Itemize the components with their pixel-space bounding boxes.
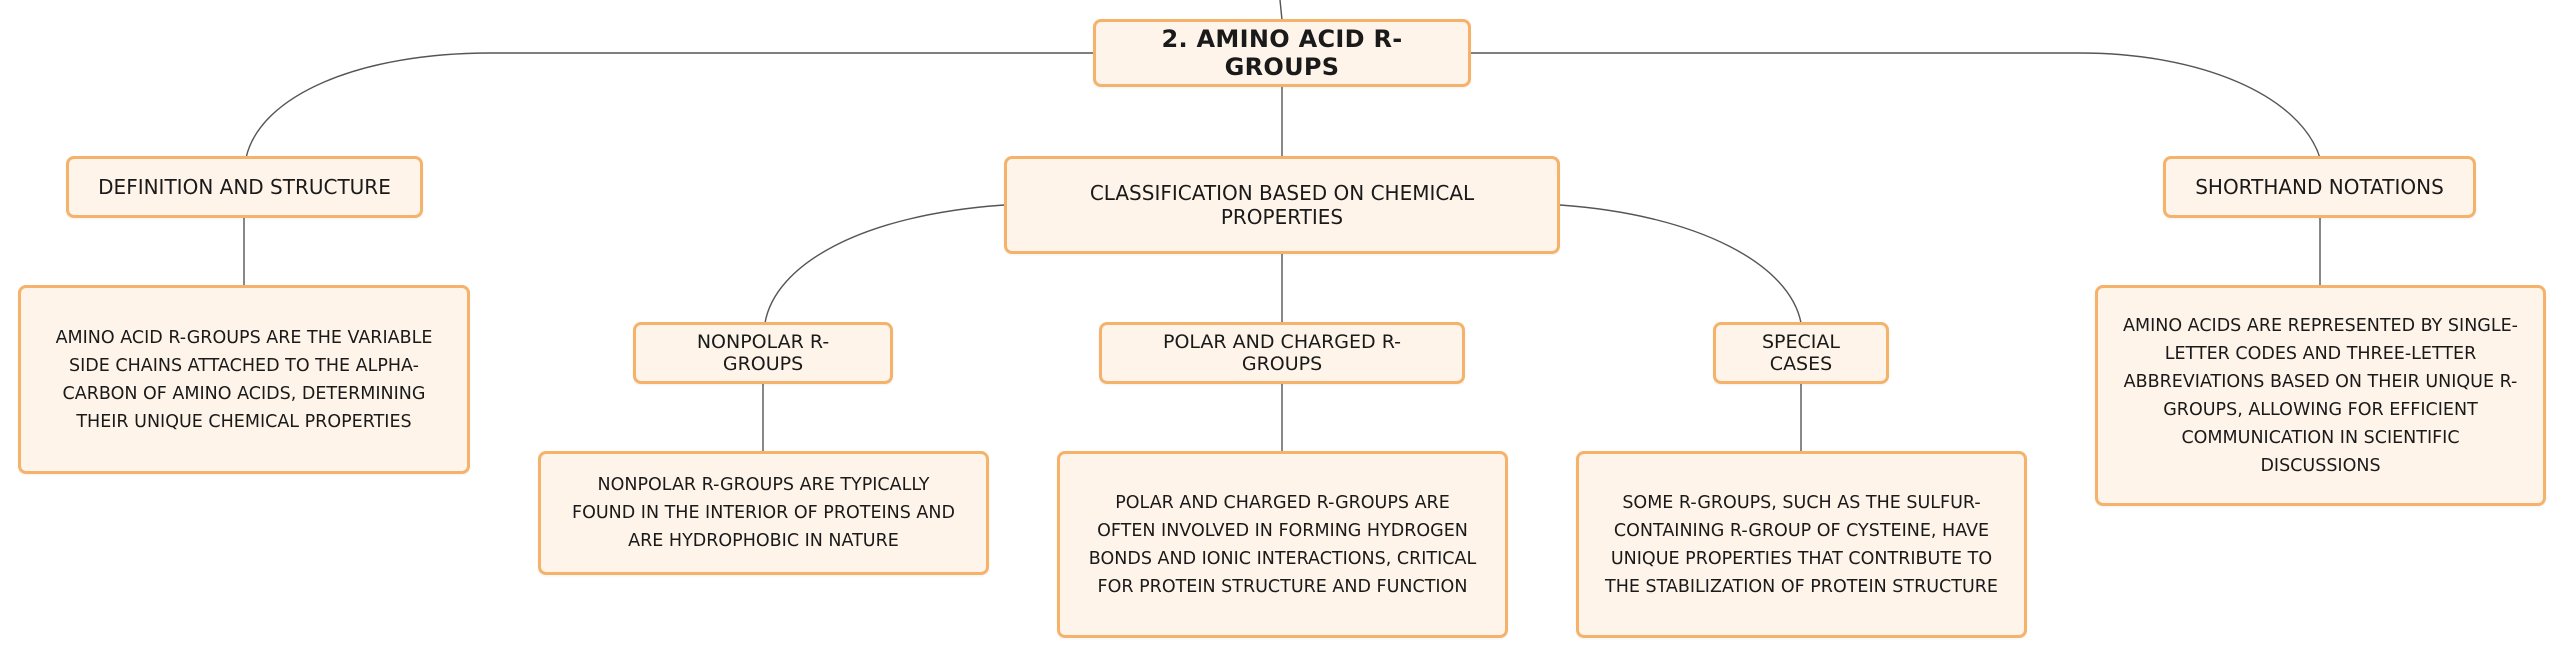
classification-label: CLASSIFICATION BASED ON CHEMICAL PROPERT… (1089, 181, 1475, 229)
special-detail-node[interactable]: SOME R-GROUPS, SUCH AS THE SULFUR-CONTAI… (1576, 451, 2027, 638)
definition-detail-text: AMINO ACID R-GROUPS ARE THE VARIABLE SID… (55, 327, 433, 432)
definition-detail-node[interactable]: AMINO ACID R-GROUPS ARE THE VARIABLE SID… (18, 285, 470, 474)
nonpolar-detail-text: NONPOLAR R-GROUPS ARE TYPICALLY FOUND IN… (572, 475, 955, 551)
nonpolar-node[interactable]: NONPOLAR R-GROUPS (633, 322, 893, 384)
definition-node[interactable]: DEFINITION AND STRUCTURE (66, 156, 423, 218)
polar-label: POLAR AND CHARGED R-GROUPS (1163, 331, 1401, 375)
root-node[interactable]: 2. AMINO ACID R-GROUPS (1093, 19, 1471, 87)
special-node[interactable]: SPECIAL CASES (1713, 322, 1889, 384)
shorthand-detail-text: AMINO ACIDS ARE REPRESENTED BY SINGLE-LE… (2123, 315, 2518, 476)
special-label: SPECIAL CASES (1762, 331, 1840, 375)
polar-node[interactable]: POLAR AND CHARGED R-GROUPS (1099, 322, 1465, 384)
connector-classification-to-nonpolar (764, 204, 1005, 324)
polar-detail-text: POLAR AND CHARGED R-GROUPS ARE OFTEN INV… (1088, 492, 1477, 597)
nonpolar-label: NONPOLAR R-GROUPS (696, 331, 830, 375)
connector-root-to-shorthand (1471, 52, 2321, 159)
polar-detail-node[interactable]: POLAR AND CHARGED R-GROUPS ARE OFTEN INV… (1057, 451, 1508, 638)
connector-parent-to-root (1279, 0, 1283, 21)
connector-root-to-definition (245, 52, 1093, 159)
nonpolar-detail-node[interactable]: NONPOLAR R-GROUPS ARE TYPICALLY FOUND IN… (538, 451, 989, 575)
connector-classification-to-special (1559, 204, 1802, 324)
root-label: 2. AMINO ACID R-GROUPS (1161, 25, 1403, 81)
definition-label: DEFINITION AND STRUCTURE (98, 175, 391, 199)
shorthand-detail-node[interactable]: AMINO ACIDS ARE REPRESENTED BY SINGLE-LE… (2095, 285, 2546, 506)
classification-node[interactable]: CLASSIFICATION BASED ON CHEMICAL PROPERT… (1004, 156, 1560, 254)
special-detail-text: SOME R-GROUPS, SUCH AS THE SULFUR-CONTAI… (1605, 492, 1998, 597)
shorthand-node[interactable]: SHORTHAND NOTATIONS (2163, 156, 2476, 218)
shorthand-label: SHORTHAND NOTATIONS (2195, 175, 2444, 199)
